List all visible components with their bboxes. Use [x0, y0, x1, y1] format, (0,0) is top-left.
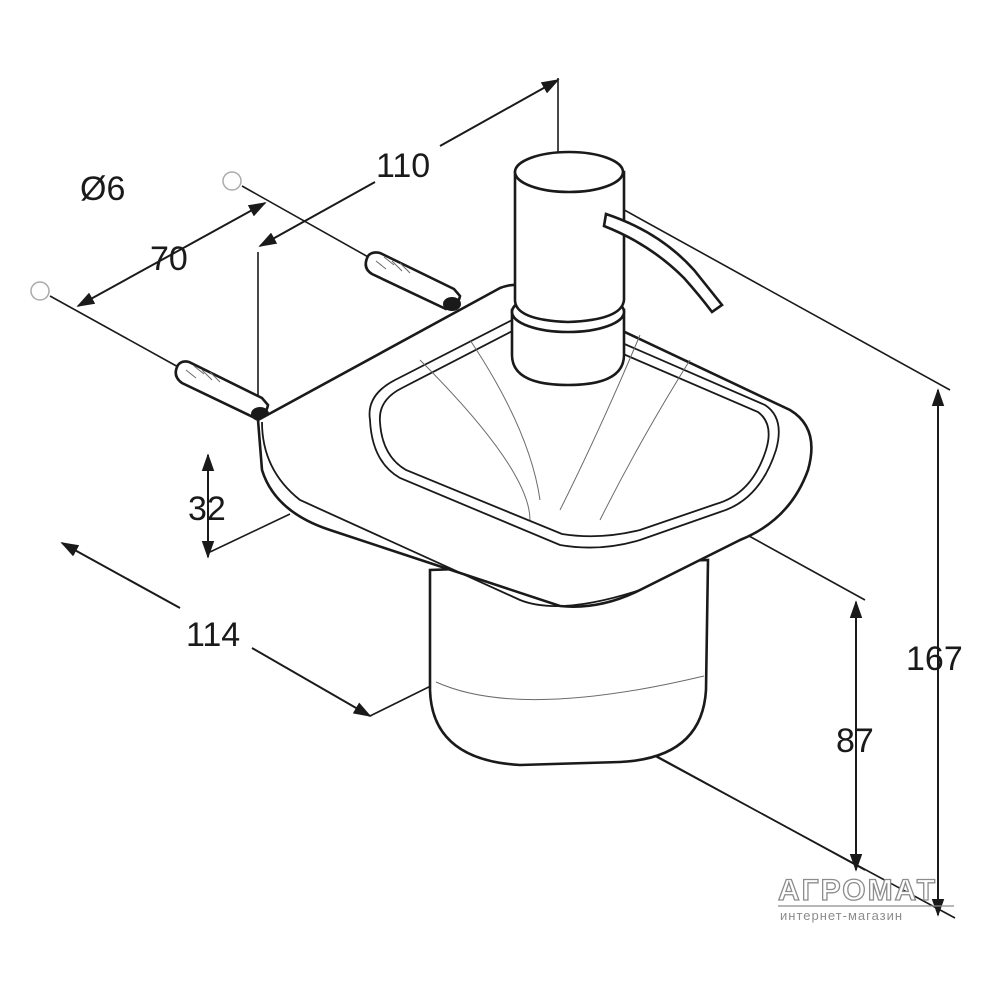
dim-line-110-b: [439, 79, 560, 147]
dim-label-110: 110: [376, 147, 430, 185]
wall-plug-right: [364, 251, 462, 311]
dimension-lines: [60, 79, 945, 917]
dim-line-110-a: [258, 181, 376, 247]
glass-bowl: [419, 334, 691, 521]
dim-line-114-a: [60, 542, 181, 609]
hole-markers: [30, 171, 242, 301]
wall-plug-left: [174, 360, 270, 421]
dim-line-70: [76, 202, 267, 307]
dim-label-hole-diameter: Ø6: [80, 170, 125, 208]
dimension-labels: Ø6 70 110 32 114 87 167: [80, 147, 963, 760]
hole-marker-left: [30, 281, 50, 301]
pump-head: [510, 150, 724, 387]
hole-marker-right: [222, 171, 242, 191]
dim-label-114: 114: [186, 616, 240, 654]
dim-line-114-b: [251, 647, 372, 717]
dim-label-167: 167: [906, 640, 963, 678]
watermark-tagline: интернет-магазин: [780, 908, 903, 923]
glass-container: [428, 558, 710, 767]
dim-label-70: 70: [150, 240, 188, 278]
watermark-logo: АГРОМАТ интернет-магазин: [777, 873, 954, 923]
dim-label-87: 87: [836, 722, 874, 760]
watermark-brand: АГРОМАТ: [778, 874, 937, 907]
dim-label-32: 32: [188, 490, 226, 528]
